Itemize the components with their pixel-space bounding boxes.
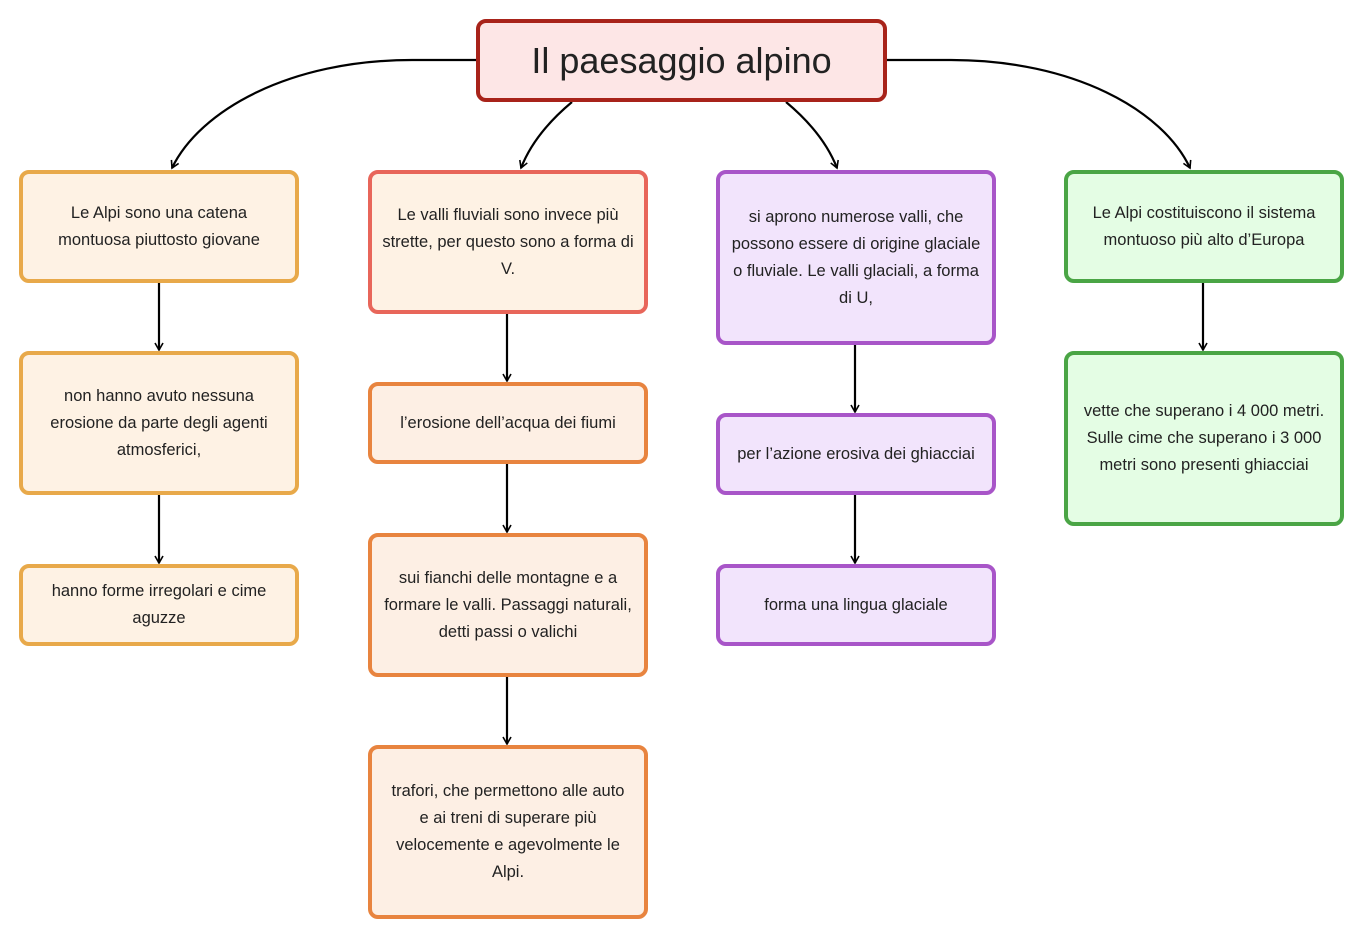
central-topic[interactable]: Il paesaggio alpino (476, 19, 887, 102)
node-text: non hanno avuto nessuna erosione da part… (50, 386, 268, 459)
node-text: trafori, che permettono alle auto e ai t… (391, 782, 625, 881)
node-text: forma una lingua glaciale (764, 595, 948, 614)
node-text: Le valli fluviali sono invece più strett… (382, 205, 634, 278)
node-col4-1[interactable]: Le Alpi costituiscono il sistema montuos… (1064, 170, 1344, 283)
connector-title-col1 (170, 58, 476, 170)
node-text: l’erosione dell’acqua dei fiumi (400, 413, 616, 432)
connector-title-col3 (785, 101, 839, 170)
connector-title-col4 (887, 58, 1192, 170)
node-text: Le Alpi costituiscono il sistema montuos… (1092, 203, 1316, 249)
node-text: vette che superano i 4 000 metri. Sulle … (1083, 402, 1325, 474)
node-col2-4[interactable]: trafori, che permettono alle auto e ai t… (368, 745, 648, 919)
node-col2-2[interactable]: l’erosione dell’acqua dei fiumi (368, 382, 648, 464)
node-col3-3[interactable]: forma una lingua glaciale (716, 564, 996, 646)
node-col3-2[interactable]: per l’azione erosiva dei ghiacciai (716, 413, 996, 495)
node-text: hanno forme irregolari e cime aguzze (51, 582, 267, 627)
node-col1-1[interactable]: Le Alpi sono una catena montuosa piuttos… (19, 170, 299, 283)
node-text: si aprono numerose valli, che possono es… (731, 207, 981, 307)
node-col1-2[interactable]: non hanno avuto nessuna erosione da part… (19, 351, 299, 495)
node-col3-1[interactable]: si aprono numerose valli, che possono es… (716, 170, 996, 345)
connector-title-col2 (519, 101, 573, 170)
node-text: Le Alpi sono una catena montuosa piuttos… (58, 203, 260, 249)
node-col1-3[interactable]: hanno forme irregolari e cime aguzze (19, 564, 299, 646)
node-text: per l’azione erosiva dei ghiacciai (737, 444, 975, 463)
node-col2-1[interactable]: Le valli fluviali sono invece più strett… (368, 170, 648, 314)
central-topic-label: Il paesaggio alpino (531, 39, 832, 81)
node-text: sui fianchi delle montagne e a formare l… (384, 568, 632, 641)
node-col4-2[interactable]: vette che superano i 4 000 metri. Sulle … (1064, 351, 1344, 526)
node-col2-3[interactable]: sui fianchi delle montagne e a formare l… (368, 533, 648, 677)
